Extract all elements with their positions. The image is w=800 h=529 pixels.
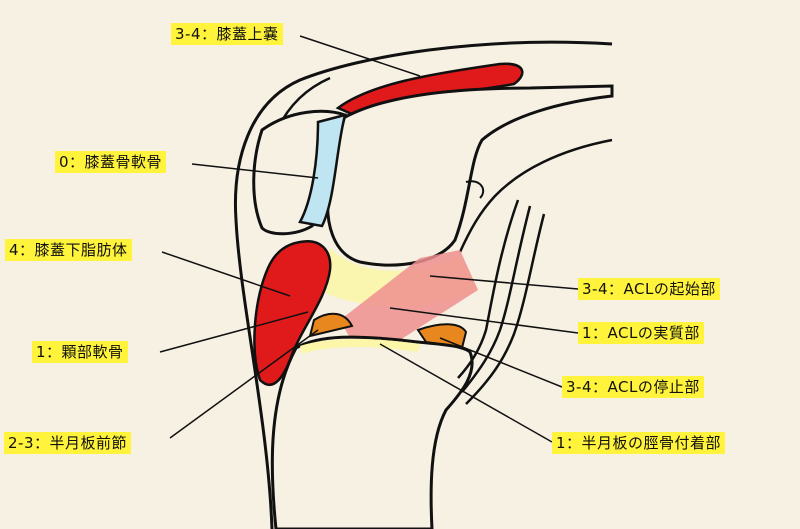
label-acl-origin: 3-4：ACLの起始部 [578,278,720,300]
posterior-line-3 [465,213,546,405]
acl-ligament [340,250,478,340]
leader-meniscus-tibial [379,343,553,443]
tibia [270,335,474,529]
leader-acl-insert [439,337,563,388]
patella-cartilage [298,113,347,228]
leader-fat-pad [161,251,291,297]
label-infrapatellar-fat-pad: 4：膝蓋下脂肪体 [5,239,132,261]
label-suprapatellar-bursa: 3-4：膝蓋上嚢 [171,23,283,45]
femur [326,84,614,267]
leader-condyle-cartilage [159,311,309,353]
label-condylar-cartilage: 1：顆部軟骨 [32,341,128,363]
leader-acl-origin [429,275,579,290]
label-acl-midsubstance: 1：ACLの実質部 [578,322,704,344]
label-patellar-cartilage: 0：膝蓋骨軟骨 [55,151,167,173]
label-meniscus-tibial-attachment: 1：半月板の脛骨付着部 [552,432,726,454]
infrapatellar-fat-pad [253,239,332,386]
leader-suprapatellar [299,35,421,77]
label-anterior-meniscus-segment: 2-3：半月板前節 [4,432,132,454]
femur-notch [465,180,485,199]
meniscus-anterior [308,312,354,338]
femur-contour [458,138,613,253]
leader-acl-mid [389,307,579,334]
label-acl-insertion: 3-4：ACLの停止部 [562,376,704,398]
posterior-line-2 [461,205,532,393]
leader-meniscus-ant [169,329,319,439]
tibia-cartilage [300,339,420,354]
leader-patella-cartilage [191,163,319,179]
leader-lines [159,35,579,443]
posterior-line-1 [457,199,520,379]
